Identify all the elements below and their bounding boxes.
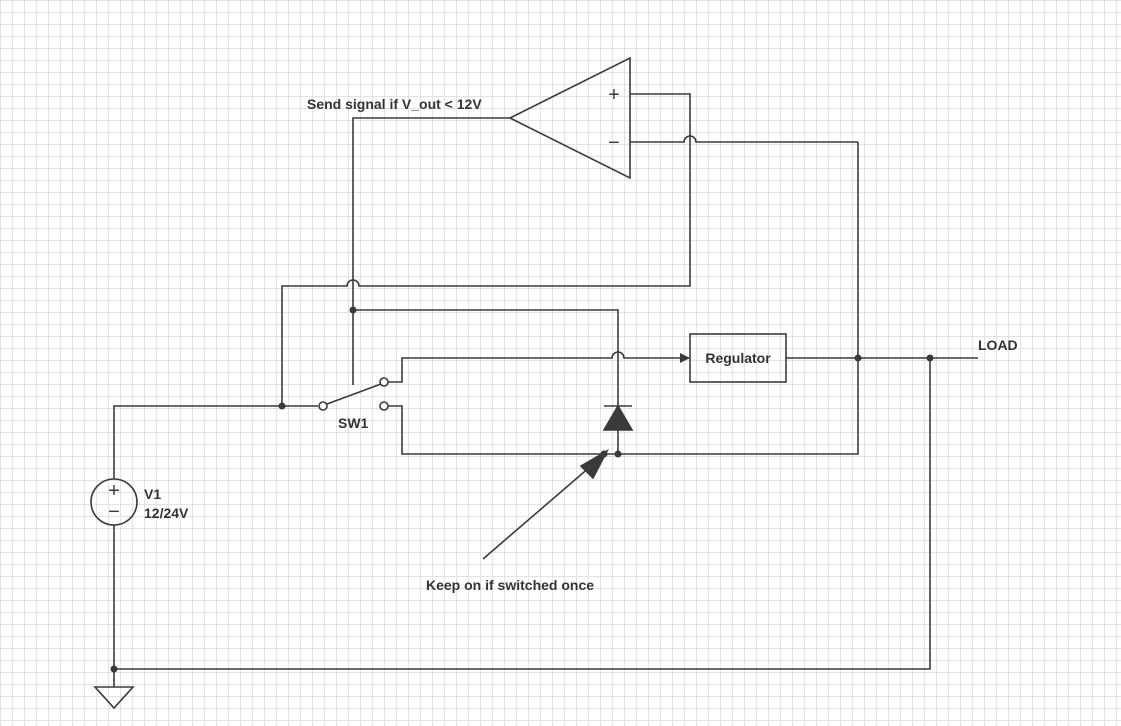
comparator-minus-symbol: − [608, 132, 620, 154]
switch-sw1 [318, 377, 389, 411]
diode [602, 404, 634, 431]
ground-symbol [93, 686, 135, 710]
regulator-label: Regulator [705, 350, 771, 366]
source-minus-symbol: − [108, 501, 120, 523]
comparator-opamp: + − [508, 56, 631, 180]
junction-dot [110, 665, 118, 673]
wire-source-to-switch [113, 405, 318, 479]
load-label: LOAD [978, 337, 1018, 353]
junction-dot [854, 354, 862, 362]
junction-dot [600, 450, 608, 458]
latch-note-label: Keep on if switched once [426, 577, 594, 593]
wire-switch-to-regulator [388, 351, 690, 383]
comparator-note-label: Send signal if V_out < 12V [307, 96, 482, 112]
wire-switch-lower-path [388, 142, 859, 455]
junction-dot [614, 450, 622, 458]
source-plus-symbol: + [108, 480, 120, 502]
wire-comparator-output-to-switch [352, 117, 510, 385]
source-name-label: V1 [144, 486, 161, 502]
source-value-label: 12/24V [144, 505, 189, 521]
wire-ground-return [114, 358, 931, 670]
voltage-source-v1: + − [90, 478, 138, 526]
switch-name-label: SW1 [338, 415, 369, 431]
junction-dot [926, 354, 934, 362]
wire-comparator-minus-input [630, 135, 858, 143]
junction-dot [278, 402, 286, 410]
junction-dot [349, 306, 357, 314]
wire-comparator-plus-feedback [281, 93, 691, 406]
comparator-plus-symbol: + [608, 84, 620, 106]
annotation-arrow [482, 448, 609, 560]
